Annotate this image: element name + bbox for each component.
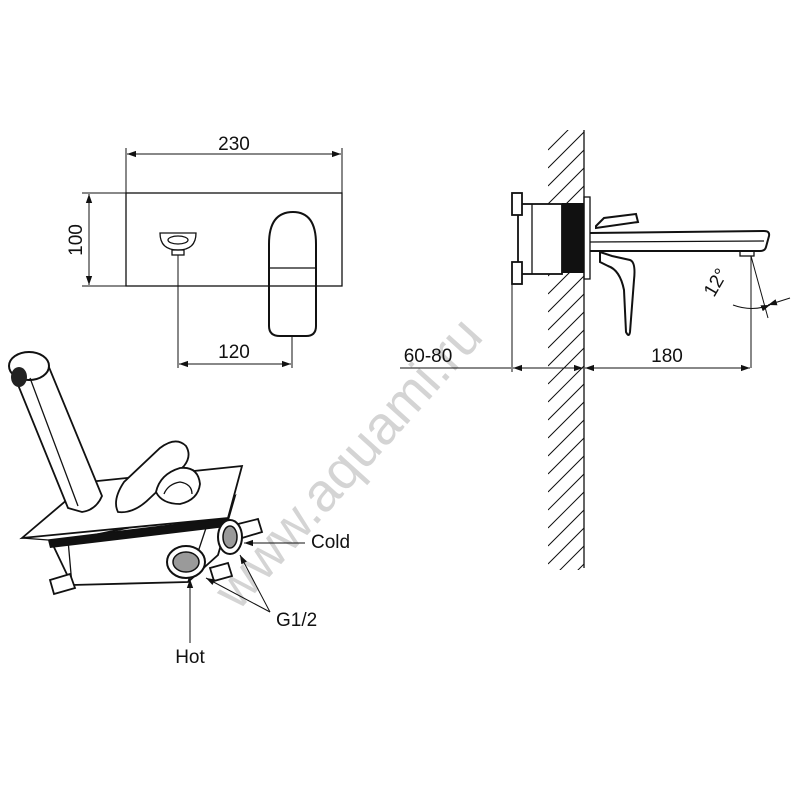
front-view: 230 100 120	[66, 134, 343, 368]
dim-label-120: 120	[218, 342, 250, 363]
thread-label: G1/2	[276, 610, 317, 631]
lever-blade-side	[599, 250, 636, 336]
isometric-view	[8, 351, 264, 596]
iso-hot-inlet	[166, 545, 206, 579]
spout-outlet-nozzle	[171, 249, 185, 256]
iso-lever-base-ring	[163, 481, 193, 495]
cover-plate	[562, 203, 584, 273]
lever-handle-side	[595, 212, 640, 230]
iso-spout-outlet-icon	[11, 367, 27, 387]
box-bracket-top	[511, 192, 523, 216]
dim-label-100: 100	[66, 224, 87, 256]
spout-outlet-rim	[167, 235, 189, 245]
angle-label: 12°	[700, 265, 733, 300]
iso-lever	[115, 440, 190, 514]
cold-inlet-inner	[222, 525, 238, 549]
iso-bracket-left	[48, 572, 77, 596]
dim-label-230: 230	[218, 134, 250, 155]
iso-cold-inlet	[217, 519, 243, 555]
spout-side	[589, 229, 771, 252]
iso-lever-base	[155, 466, 201, 505]
cold-label: Cold	[311, 532, 350, 553]
iso-spout	[10, 358, 103, 513]
thread-leader-2	[239, 554, 271, 613]
front-plate-side	[583, 196, 591, 280]
aerator	[739, 250, 755, 257]
dim-label-180: 180	[651, 346, 683, 367]
lever-handle-front	[268, 210, 317, 337]
thread-leader-1	[205, 577, 271, 613]
dim-label-60-80: 60-80	[404, 346, 453, 367]
angle-arc	[732, 304, 771, 312]
iso-cover-plate-front	[21, 517, 229, 541]
concealed-box	[517, 203, 563, 275]
iso-bracket-mid	[208, 561, 234, 583]
front-plate	[125, 192, 343, 287]
spout-center-line	[589, 240, 765, 243]
hot-label: Hot	[175, 647, 205, 668]
callouts: Cold Hot G1/2	[175, 532, 350, 668]
iso-plate-shadow	[48, 518, 228, 548]
hot-inlet-inner	[172, 551, 200, 573]
wall-hatch-lines	[548, 130, 584, 570]
wall-hatch	[548, 130, 584, 570]
side-view: 12° 60-80 180	[400, 130, 791, 570]
box-bracket-bottom	[511, 261, 523, 285]
iso-spout-edge	[29, 377, 79, 507]
angle-arc-leader	[767, 297, 791, 306]
